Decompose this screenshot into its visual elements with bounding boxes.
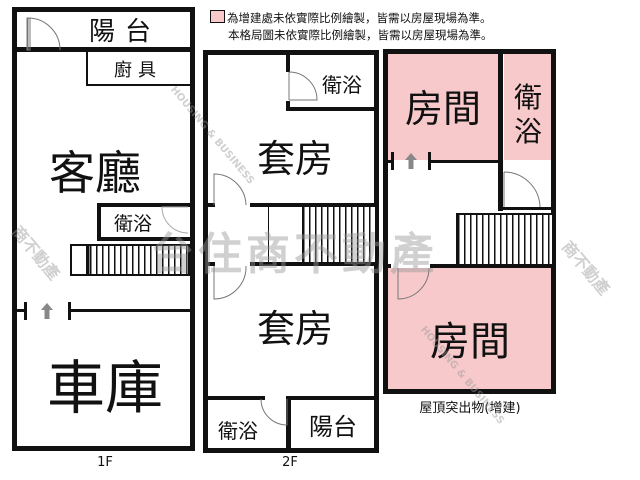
- scale-notice: 本格局圖未依實際比例繪製，皆需以房屋現場為準。: [228, 28, 493, 42]
- watermark-side: 商不動產: [558, 237, 614, 299]
- door-swing-icon: [288, 71, 318, 101]
- door-swing-icon: [260, 398, 288, 426]
- legend-swatch: [210, 10, 225, 23]
- stairs-roof: [458, 215, 552, 265]
- entry-arrow-icon: [405, 153, 417, 169]
- door-swing-icon: [161, 206, 189, 234]
- room-kitchen: 廚具: [114, 60, 162, 81]
- room-balcony-2f: 陽台: [309, 412, 357, 441]
- stairs-1f: [70, 244, 190, 276]
- floor-label-2f: 2F: [282, 455, 298, 470]
- room-living-room: 客廳: [49, 146, 141, 200]
- door-swing-icon: [26, 17, 61, 51]
- door-swing-icon: [397, 267, 430, 300]
- room-bathroom-2f-bottom: 衛浴: [218, 418, 258, 443]
- room-suite-top: 套房: [256, 136, 333, 181]
- room-balcony-1f: 陽台: [88, 17, 161, 47]
- door-swing-icon: [503, 171, 541, 209]
- room-roof-bathroom: 衛浴: [513, 81, 542, 148]
- room-roof-bottom: 房間: [430, 318, 510, 365]
- legend-text: 為增建處未依實際比例繪製，皆需以房屋現場為準。: [227, 11, 492, 25]
- room-roof-top: 房間: [404, 86, 481, 131]
- stairs-2f: [302, 207, 376, 265]
- legend-notice: 為增建處未依實際比例繪製，皆需以房屋現場為準。: [210, 10, 492, 26]
- room-garage: 車庫: [46, 353, 163, 422]
- balcony-door[interactable]: [26, 16, 62, 52]
- door-swing-icon: [213, 173, 247, 206]
- room-bathroom-1f: 衛浴: [113, 212, 152, 235]
- floor-label-1f: 1F: [97, 455, 113, 470]
- room-bathroom-2f-top: 衛浴: [322, 72, 362, 97]
- floor-label-roof: 屋頂突出物(增建): [419, 401, 521, 416]
- entry-arrow-icon: [41, 303, 53, 319]
- room-suite-bottom: 套房: [256, 306, 333, 351]
- door-swing-icon: [213, 265, 247, 300]
